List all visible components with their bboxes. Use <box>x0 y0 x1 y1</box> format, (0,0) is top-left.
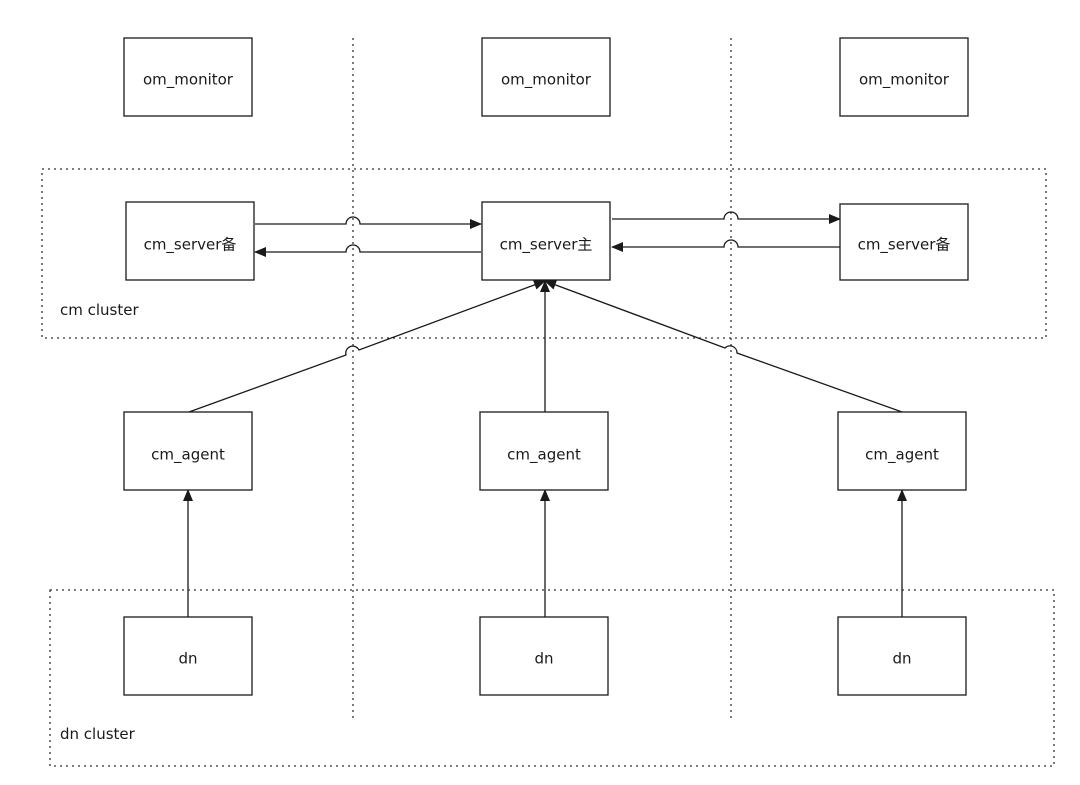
edge-cms-left-to-cms-mid <box>255 216 482 229</box>
edge-agent-left-to-cms-mid <box>188 280 546 413</box>
node-om-monitor-right: om_monitor <box>839 37 969 117</box>
node-dn-mid: dn <box>479 616 609 696</box>
node-cm-server-mid-box <box>481 201 611 281</box>
cm-cluster-border <box>41 168 1047 339</box>
node-om-monitor-mid: om_monitor <box>481 37 611 117</box>
node-cm-agent-right-box <box>837 411 967 491</box>
edge-cms-mid-to-cms-right <box>612 211 841 224</box>
node-dn-left-box <box>123 616 253 696</box>
edge-cms-right-to-cms-mid <box>611 239 840 252</box>
node-cm-agent-mid-label: cm_agent <box>507 446 581 465</box>
edge-cms-mid-to-cms-left <box>254 244 481 257</box>
node-om-monitor-left: om_monitor <box>123 37 253 117</box>
node-dn-right-label: dn <box>892 650 911 668</box>
node-dn-left-label: dn <box>178 650 197 668</box>
node-om-monitor-right-box <box>839 37 969 117</box>
node-dn-right: dn <box>837 616 967 696</box>
node-om-monitor-left-box <box>123 37 253 117</box>
node-cm-agent-right: cm_agent <box>837 411 967 491</box>
node-cm-server-right-label: cm_server备 <box>858 236 951 255</box>
node-cm-server-left: cm_server备 <box>125 201 255 281</box>
node-cm-agent-left-box <box>123 411 253 491</box>
node-cm-agent-left: cm_agent <box>123 411 253 491</box>
node-cm-server-right: cm_server备 <box>839 203 969 281</box>
node-om-monitor-right-label: om_monitor <box>859 71 950 90</box>
dn-cluster-label: dn cluster <box>60 725 136 743</box>
node-dn-mid-box <box>479 616 609 696</box>
edge-agent-right-to-cms-mid <box>544 280 903 413</box>
dn-cluster-border <box>49 589 1055 767</box>
node-cm-server-right-box <box>839 203 969 281</box>
node-dn-right-box <box>837 616 967 696</box>
node-cm-server-left-box <box>125 201 255 281</box>
node-cm-agent-right-label: cm_agent <box>865 446 939 465</box>
node-cm-agent-left-label: cm_agent <box>151 446 225 465</box>
node-cm-server-left-label: cm_server备 <box>144 236 237 255</box>
node-cm-agent-mid: cm_agent <box>479 411 609 491</box>
dn-cluster: dn cluster <box>49 589 1055 767</box>
node-cm-server-mid: cm_server主 <box>481 201 611 281</box>
cm-cluster-label: cm cluster <box>60 301 139 319</box>
node-om-monitor-mid-label: om_monitor <box>501 71 592 90</box>
node-cm-agent-mid-box <box>479 411 609 491</box>
node-dn-left: dn <box>123 616 253 696</box>
node-dn-mid-label: dn <box>534 650 553 668</box>
node-om-monitor-left-label: om_monitor <box>143 71 234 90</box>
node-cm-server-mid-label: cm_server主 <box>500 236 593 255</box>
node-om-monitor-mid-box <box>481 37 611 117</box>
cm-cluster: cm cluster <box>41 168 1047 339</box>
